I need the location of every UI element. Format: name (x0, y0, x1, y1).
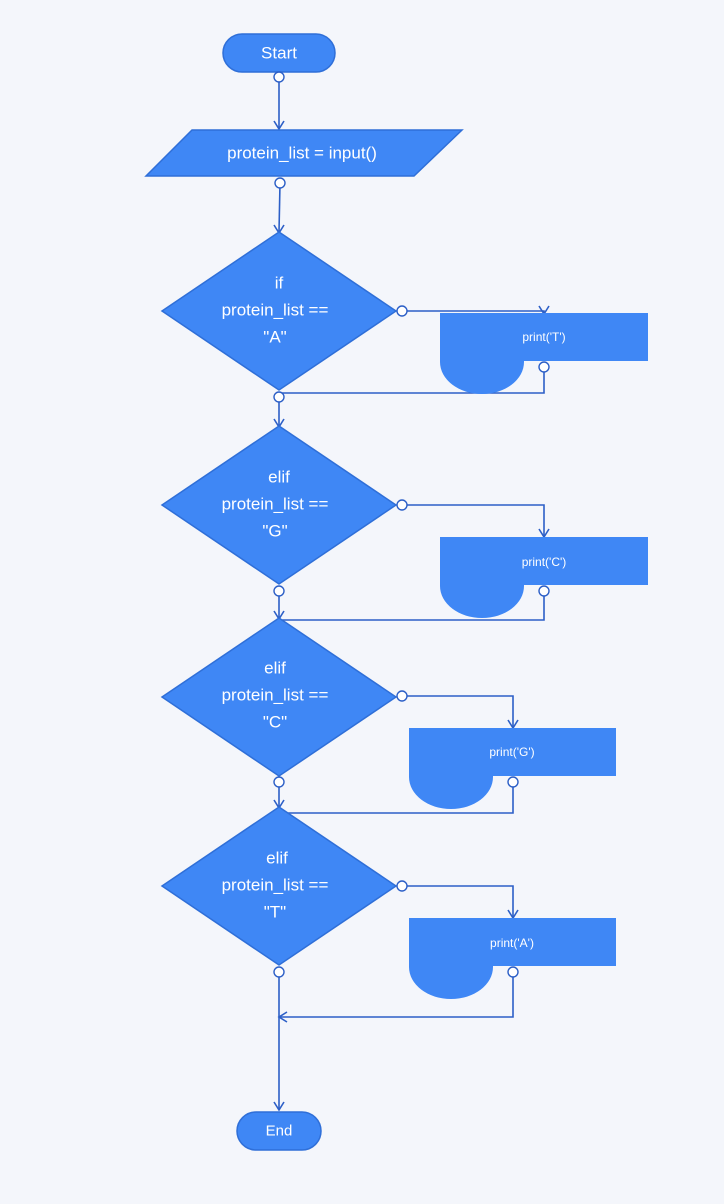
arrowhead (273, 1101, 285, 1112)
decision-3-line-2: protein_list == (222, 686, 329, 705)
decision-4-line-2: protein_list == (222, 876, 329, 895)
decision-node-1[interactable]: if protein_list == "A" (160, 231, 398, 391)
output-1-label: print('T') (522, 330, 565, 344)
decision-1-line-2: protein_list == (222, 301, 329, 320)
decision-node-4[interactable]: elif protein_list == "T" (160, 806, 398, 966)
port[interactable] (538, 361, 550, 373)
edge-decision-1-to-output-1 (402, 310, 545, 313)
input-node[interactable]: protein_list = input() (144, 129, 464, 177)
decision-3-line-3: "C" (263, 713, 287, 732)
edge-output-1-return (279, 367, 545, 394)
output-node-1[interactable]: print('T') (440, 313, 648, 394)
output-node-3[interactable]: print('G') (409, 728, 616, 809)
decision-1-line-1: if (275, 274, 284, 293)
port[interactable] (396, 690, 408, 702)
port[interactable] (507, 966, 519, 978)
end-node[interactable]: End (236, 1111, 322, 1151)
edge-decision-2-to-output-2 (402, 504, 545, 537)
edge-input-to-decision-1 (278, 182, 281, 233)
decision-4-line-1: elif (266, 849, 288, 868)
decision-node-3[interactable]: elif protein_list == "C" (160, 617, 398, 777)
output-3-label: print('G') (489, 745, 534, 759)
port[interactable] (273, 585, 285, 597)
edge-output-3-return (279, 782, 514, 814)
input-label: protein_list = input() (227, 144, 377, 163)
connectors (273, 77, 550, 1112)
output-node-4[interactable]: print('A') (409, 918, 616, 999)
port[interactable] (507, 776, 519, 788)
port[interactable] (274, 177, 286, 189)
port[interactable] (396, 880, 408, 892)
port[interactable] (273, 966, 285, 978)
decision-2-line-1: elif (268, 468, 290, 487)
edge-output-4-return (280, 972, 514, 1018)
decision-2-line-3: "G" (262, 522, 287, 541)
end-label: End (266, 1123, 293, 1140)
edge-decision-3-to-output-3 (402, 695, 514, 728)
start-node[interactable]: Start (222, 33, 336, 73)
start-label: Start (261, 44, 297, 63)
port[interactable] (396, 499, 408, 511)
decision-3-line-1: elif (264, 659, 286, 678)
arrowhead (538, 305, 550, 316)
decision-4-line-3: "T" (264, 903, 286, 922)
arrowhead (273, 120, 285, 131)
output-2-label: print('C') (522, 555, 567, 569)
decision-2-line-2: protein_list == (222, 495, 329, 514)
connection-ports (273, 71, 550, 978)
port[interactable] (273, 776, 285, 788)
edge-output-2-return (279, 591, 545, 621)
port[interactable] (538, 585, 550, 597)
decision-node-2[interactable]: elif protein_list == "G" (160, 425, 398, 585)
port[interactable] (273, 71, 285, 83)
port[interactable] (273, 391, 285, 403)
output-4-label: print('A') (490, 936, 534, 950)
output-node-2[interactable]: print('C') (440, 537, 648, 618)
decision-1-line-3: "A" (263, 328, 286, 347)
port[interactable] (396, 305, 408, 317)
edge-decision-4-to-output-4 (402, 885, 514, 918)
